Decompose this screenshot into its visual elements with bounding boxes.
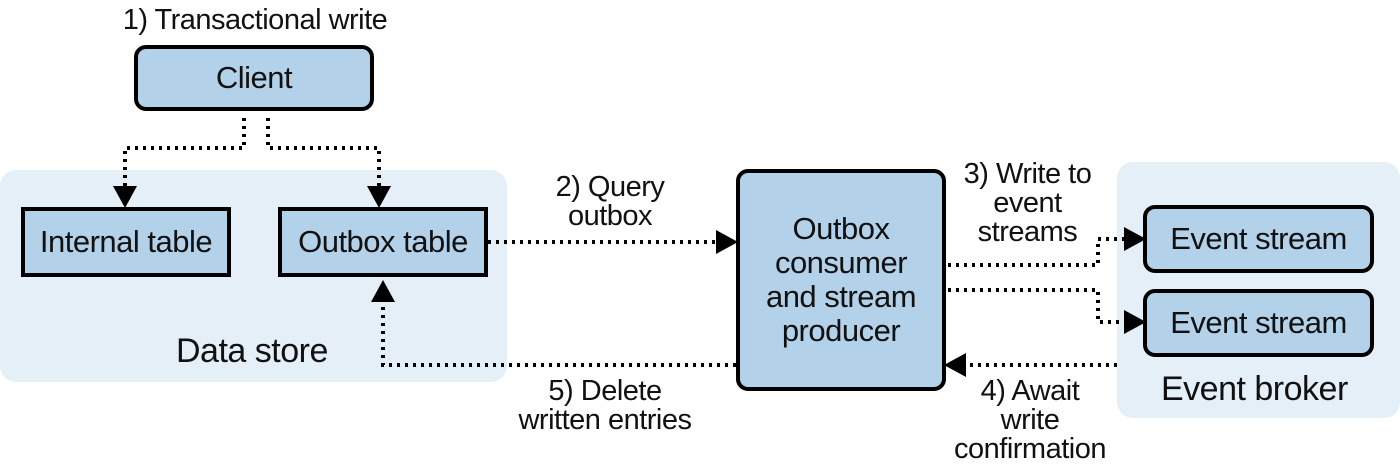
write-stream-1-connector — [948, 237, 1126, 267]
delete-entries-connector — [381, 302, 736, 367]
arrowhead-consumer-confirmation — [944, 353, 966, 377]
arrowhead-outbox-delete — [371, 280, 395, 302]
arrowhead-internal-table — [113, 186, 137, 208]
internal-table-box: Internal table — [21, 207, 231, 277]
write-stream-2-connector — [948, 288, 1126, 324]
arrowhead-outbox-table — [367, 186, 391, 208]
client-to-internal-connector — [123, 118, 246, 186]
arrowhead-event-stream-2 — [1124, 310, 1146, 334]
outbox-consumer-label: Outbox consumer and stream producer — [765, 211, 917, 348]
arrowhead-consumer-query — [716, 230, 738, 254]
event-stream-box: Event stream — [1143, 205, 1374, 273]
client-box: Client — [134, 45, 374, 111]
event-stream-box: Event stream — [1143, 289, 1374, 357]
event-broker-label: Event broker — [1161, 370, 1348, 408]
outbox-table-box: Outbox table — [278, 207, 488, 277]
arrowhead-event-stream-1 — [1124, 227, 1146, 251]
step4-label: 4) Await write confirmation — [954, 375, 1106, 465]
step2-label: 2) Query outbox — [555, 171, 665, 232]
outbox-table-label: Outbox table — [298, 223, 468, 259]
event-stream-label: Event stream — [1170, 220, 1347, 256]
step1-label: 1) Transactional write — [122, 4, 388, 36]
client-label: Client — [215, 59, 293, 95]
internal-table-label: Internal table — [39, 223, 213, 259]
outbox-consumer-box: Outbox consumer and stream producer — [736, 169, 946, 391]
step5-label: 5) Delete written entries — [518, 375, 692, 436]
step3-label: 3) Write to event streams — [963, 158, 1092, 248]
event-stream-label: Event stream — [1170, 304, 1347, 340]
data-store-label: Data store — [176, 332, 328, 370]
client-to-outbox-connector — [266, 118, 381, 186]
